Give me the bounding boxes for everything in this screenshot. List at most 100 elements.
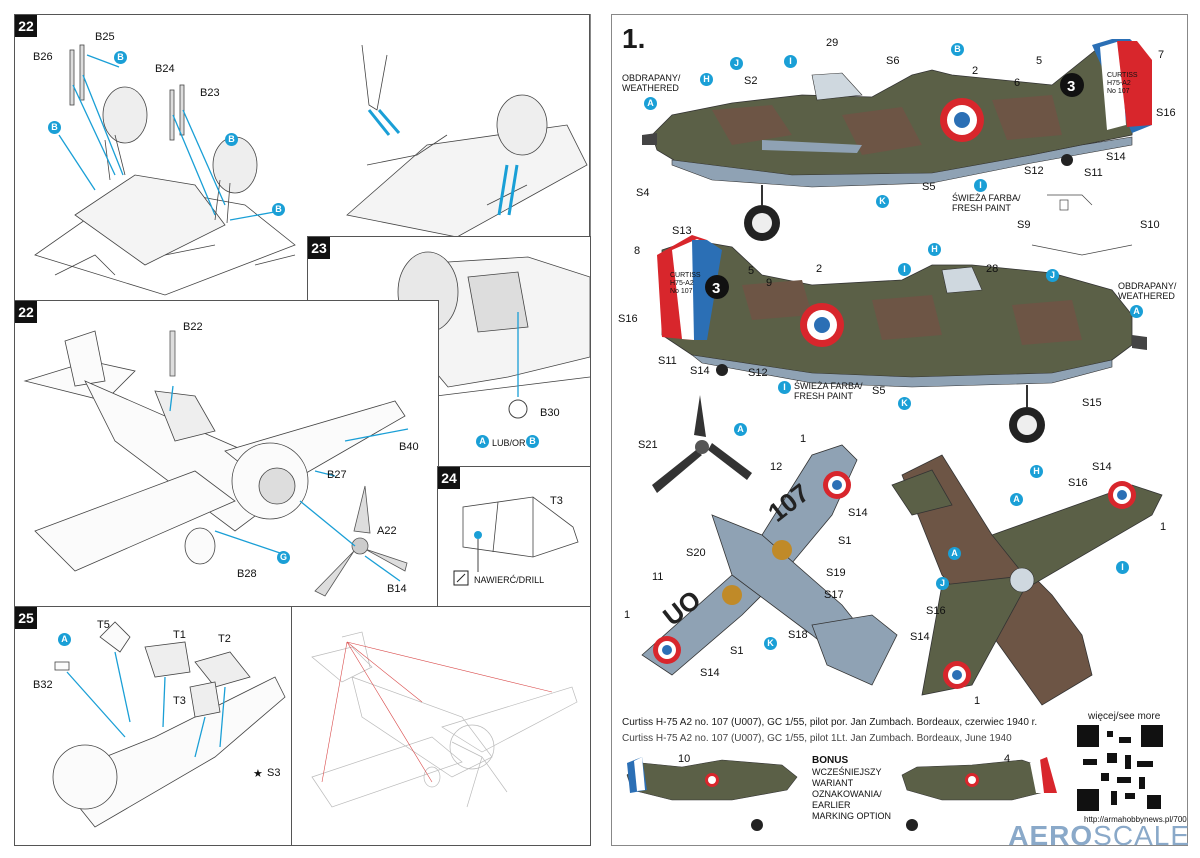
callout-h: H [700, 73, 713, 86]
label-11: 11 [652, 571, 664, 583]
label-29: 29 [826, 37, 839, 49]
label-1: 1 [624, 609, 631, 621]
step-number: 24 [438, 467, 460, 489]
bonus-line: WARIANT [812, 778, 854, 788]
step-number: 25 [15, 607, 37, 629]
label-2: 2 [972, 65, 979, 77]
label-s13: S13 [672, 225, 692, 237]
label-s12: S12 [748, 367, 768, 379]
label-s21: S21 [638, 439, 658, 451]
label-6: 6 [1014, 77, 1021, 89]
aircraft-assembly-drawing [23, 330, 409, 597]
label-s18: S18 [788, 629, 808, 641]
step-24-panel: 24 T3 NAWIERĆ/DRILL [437, 466, 591, 608]
option-number: 1. [622, 23, 646, 54]
part-t2: T2 [218, 633, 231, 645]
label-s20: S20 [686, 547, 706, 559]
callout-j: J [730, 57, 743, 70]
part-t3: T3 [550, 495, 563, 507]
gear-bay-drawing [34, 44, 296, 296]
label-2: 2 [816, 263, 823, 275]
label-s12: S12 [1024, 165, 1044, 177]
bonus-line: EARLIER [812, 800, 851, 810]
canopy-drill-drawing [453, 496, 579, 586]
label-28: 28 [986, 263, 999, 275]
callout-h: H [928, 243, 941, 256]
caption-polish: Curtiss H-75 A2 no. 107 (U007), GC 1/55,… [622, 717, 1038, 728]
callout-a: A [1130, 305, 1143, 318]
part-b40: B40 [399, 441, 419, 453]
part-t1: T1 [173, 629, 186, 641]
bonus-line: WCZEŚNIEJSZY [812, 767, 882, 777]
label-s2: S2 [744, 75, 758, 87]
bonus-line: OZNAKOWANIA/ [812, 789, 882, 799]
part-b28: B28 [237, 568, 257, 580]
qr-code[interactable] [1077, 725, 1163, 811]
part-b27: B27 [327, 469, 347, 481]
step-25-reference-panel [291, 606, 591, 846]
label-s5: S5 [872, 385, 886, 397]
aeroscale-watermark: AEROSCALE [1008, 820, 1190, 851]
step-number: 22 [15, 15, 37, 37]
callout-b: B [951, 43, 964, 56]
callout-j: J [1046, 269, 1059, 282]
bonus-title: BONUS [812, 755, 849, 766]
bonus-right-view [901, 757, 1057, 831]
svg-text:No 107: No 107 [670, 288, 693, 295]
part-a22: A22 [377, 525, 397, 537]
label-s6: S6 [886, 55, 900, 67]
bonus-left-view [626, 757, 798, 831]
label-12: 12 [770, 461, 783, 473]
see-more-label: więcej/see more [1088, 711, 1161, 722]
right-page: 1. CURTISS H75-A2 No 107 3 [611, 14, 1188, 846]
gear-detail-drawing [346, 44, 588, 237]
callout-g: G [277, 551, 290, 564]
label-s14: S14 [690, 365, 710, 377]
weathered-label: OBDRAPANY/ WEATHERED [1118, 281, 1177, 301]
label-8: 8 [634, 245, 641, 257]
callout-a: A [734, 423, 747, 436]
label-s11: S11 [658, 355, 677, 367]
callout-b: B [114, 51, 127, 64]
label-s14: S14 [1092, 461, 1112, 473]
callout-k: K [876, 195, 889, 208]
part-s3: S3 [267, 767, 281, 779]
top-view [891, 454, 1163, 706]
callout-k: K [898, 397, 911, 410]
part-b26: B26 [33, 51, 53, 63]
label-4: 4 [1004, 753, 1011, 765]
label-s16: S16 [618, 313, 638, 325]
svg-text:3: 3 [1067, 78, 1075, 95]
step-22a-detail-panel [307, 14, 590, 238]
label-7: 7 [1158, 49, 1165, 61]
label-s19: S19 [826, 567, 846, 579]
label-s16: S16 [1068, 477, 1088, 489]
label-1: 1 [974, 695, 981, 707]
label-1: 1 [1160, 521, 1167, 533]
callout-b: B [272, 203, 285, 216]
callout-a: A [948, 547, 961, 560]
part-t3: T3 [173, 695, 186, 707]
part-b24: B24 [155, 63, 175, 75]
label-9: 9 [766, 277, 773, 289]
label-s9: S9 [1017, 219, 1031, 231]
callout-j: J [936, 577, 949, 590]
bonus-line: MARKING OPTION [812, 811, 892, 821]
callout-b: B [225, 133, 238, 146]
step-22a-panel: 22 B25 B26 B24 B23 B B B B [14, 14, 309, 302]
label-s15: S15 [1082, 397, 1102, 409]
url-label[interactable]: http://armahobbynews.pl/70080 [1084, 815, 1188, 824]
svg-text:No 107: No 107 [1107, 88, 1130, 95]
marking-drawings: CURTISS H75-A2 No 107 3 [626, 39, 1163, 831]
callout-a: A [644, 97, 657, 110]
label-s14: S14 [848, 507, 868, 519]
label-s14: S14 [1106, 151, 1126, 163]
svg-text:H75-A2: H75-A2 [670, 280, 694, 287]
part-b30: B30 [540, 407, 560, 419]
part-b25: B25 [95, 31, 115, 43]
side-view-2: CURTISS H75-A2 No 107 3 [657, 235, 1147, 443]
step-number: 23 [308, 237, 330, 259]
label-s14: S14 [910, 631, 930, 643]
part-b14: B14 [387, 583, 407, 595]
weathered-label: OBDRAPANY/ WEATHERED [622, 73, 681, 93]
